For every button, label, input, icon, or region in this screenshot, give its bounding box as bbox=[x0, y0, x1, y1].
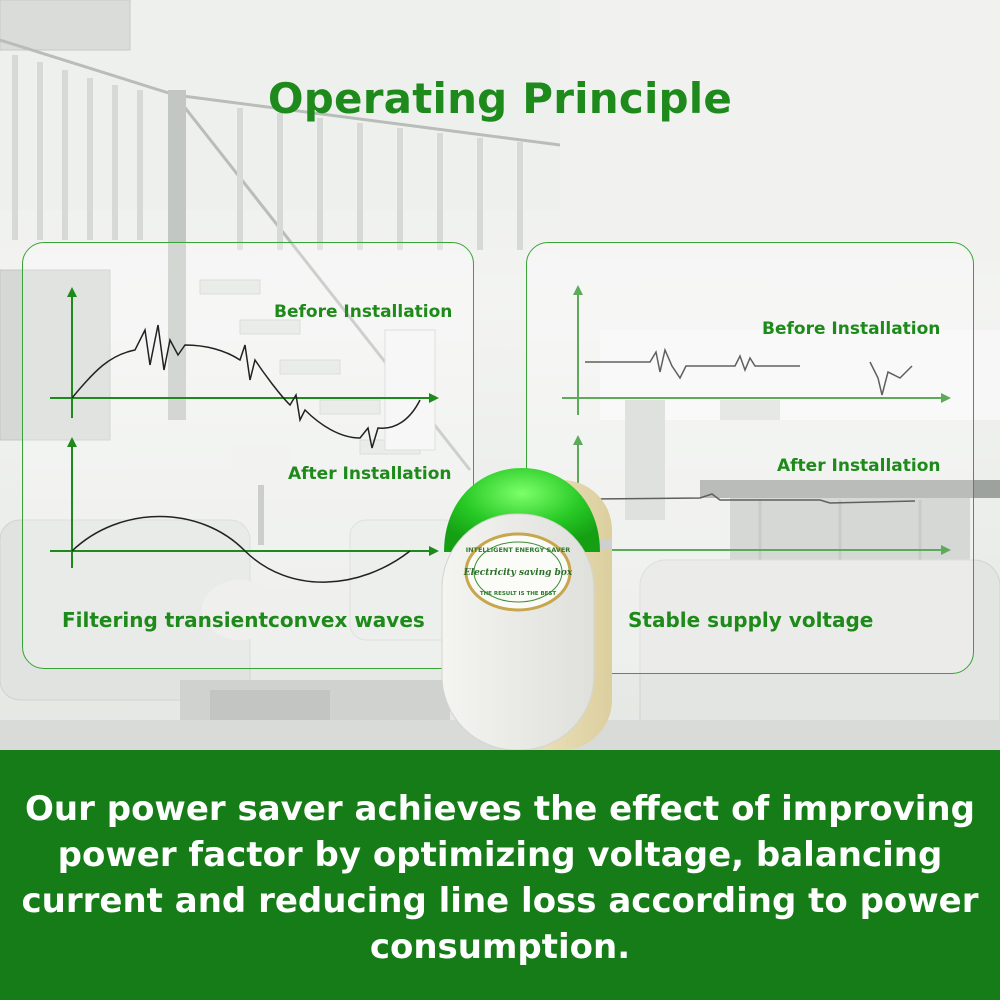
left-caption: Filtering transientconvex waves bbox=[62, 608, 425, 632]
interior-illustration bbox=[0, 0, 1000, 750]
left-after-label: After Installation bbox=[288, 464, 452, 484]
right-before-wave bbox=[585, 347, 800, 380]
left-before-label: Before Installation bbox=[274, 302, 453, 322]
page-title: Operating Principle bbox=[267, 74, 733, 123]
left-before-wave bbox=[71, 324, 421, 449]
interior-background bbox=[0, 0, 1000, 750]
right-caption: Stable supply voltage bbox=[628, 608, 874, 632]
device-ring-bottom: THE RESULT IS THE BEST bbox=[480, 591, 557, 597]
left-after-axes bbox=[50, 437, 439, 568]
device-ring-top: INTELLIGENT ENERGY SAVER bbox=[466, 546, 571, 554]
statement-banner: Our power saver achieves the effect of i… bbox=[0, 750, 1000, 1000]
right-before-label: Before Installation bbox=[762, 319, 941, 339]
left-before-axes bbox=[50, 287, 439, 418]
waveform-diagrams bbox=[50, 285, 951, 583]
right-before-axes bbox=[562, 285, 951, 415]
right-after-label: After Installation bbox=[777, 456, 941, 476]
left-after-wave bbox=[71, 515, 411, 583]
power-saver-device: INTELLIGENT ENERGY SAVER Electricity sav… bbox=[432, 460, 622, 760]
device-ring-center: Electricity saving box bbox=[463, 568, 573, 578]
left-panel bbox=[22, 242, 474, 669]
right-after-wave bbox=[589, 493, 916, 504]
statement-text: Our power saver achieves the effect of i… bbox=[21, 789, 979, 967]
